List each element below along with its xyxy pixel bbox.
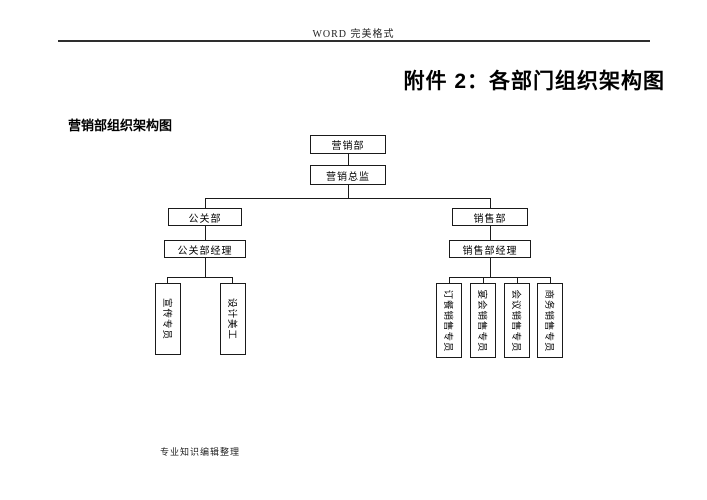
connector-line <box>205 198 206 208</box>
staff-label: 设计美工 <box>226 297 237 341</box>
connector-line <box>205 226 206 240</box>
org-box-staff-conference-sales: 会议销售专员 <box>504 283 530 358</box>
connector-line <box>449 277 450 283</box>
connector-line <box>348 154 349 165</box>
connector-line <box>167 277 168 283</box>
connector-line <box>449 277 551 278</box>
header-rule <box>58 40 650 42</box>
org-box-dept-pr: 公关部 <box>168 208 242 226</box>
org-box-root: 营销部 <box>310 135 386 154</box>
org-box-manager-sales: 销售部经理 <box>449 240 531 258</box>
connector-line <box>517 277 518 283</box>
staff-label: 订餐销售专员 <box>442 288 453 353</box>
connector-line <box>490 198 491 208</box>
staff-label: 会议销售专员 <box>510 288 521 353</box>
connector-line <box>205 258 206 277</box>
connector-line <box>167 277 233 278</box>
connector-line <box>232 277 233 283</box>
staff-label: 宴会销售专员 <box>476 288 487 353</box>
org-box-director: 营销总监 <box>310 165 386 185</box>
footer-text: 专业知识编辑整理 <box>160 447 241 457</box>
section-title: 营销部组织架构图 <box>68 118 173 133</box>
org-box-manager-pr: 公关部经理 <box>164 240 246 258</box>
connector-line <box>348 185 349 198</box>
org-box-staff-catering-sales: 订餐销售专员 <box>436 283 462 358</box>
connector-line <box>490 258 491 277</box>
header-text: WORD 完美格式 <box>312 29 395 40</box>
org-box-staff-publicity: 宣传专员 <box>155 283 181 355</box>
page-title: 附件 2：各部门组织架构图 <box>403 70 665 93</box>
org-box-staff-designer: 设计美工 <box>220 283 246 355</box>
connector-line <box>550 277 551 283</box>
staff-label: 商务销售专员 <box>543 288 554 353</box>
org-box-staff-business-sales: 商务销售专员 <box>537 283 563 358</box>
org-box-staff-banquet-sales: 宴会销售专员 <box>470 283 496 358</box>
staff-label: 宣传专员 <box>161 297 172 341</box>
connector-line <box>205 198 491 199</box>
org-box-dept-sales: 销售部 <box>452 208 528 226</box>
connector-line <box>490 226 491 240</box>
connector-line <box>483 277 484 283</box>
